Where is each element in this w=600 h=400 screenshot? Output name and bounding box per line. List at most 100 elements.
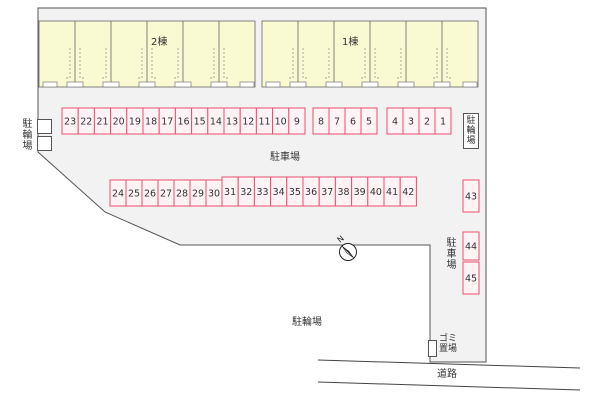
parking-space-number: 39 [354,187,366,198]
parking-space-1: 1 [434,107,452,135]
parking-space-13: 13 [223,107,241,135]
parking-space-12: 12 [239,107,257,135]
parking-space-number: 12 [242,117,254,128]
parking-space-30: 30 [205,179,223,207]
parking-space-37: 37 [318,176,336,207]
parking-space-number: 45 [465,274,477,285]
parking-space-number: 38 [337,187,349,198]
parking-space-38: 38 [334,176,353,207]
parking-space-number: 41 [386,187,398,198]
parking-space-number: 19 [129,117,141,128]
parking-space-10: 10 [272,107,290,135]
parking-space-number: 11 [258,117,270,128]
parking-space-number: 1 [440,117,446,128]
parking-space-number: 22 [80,117,92,128]
parking-space-44: 44 [462,231,480,261]
parking-space-number: 31 [224,187,236,198]
parking-space-number: 8 [318,117,324,128]
parking-space-number: 35 [289,187,301,198]
building-2-label: 2棟 [151,37,168,48]
parking-space-number: 34 [273,187,285,198]
parking-space-45: 45 [462,261,480,295]
parking-space-17: 17 [158,107,176,135]
parking-space-number: 33 [256,187,268,198]
parking-space-number: 9 [294,117,300,128]
parking-space-7: 7 [328,107,346,135]
parking-space-4: 4 [386,107,404,135]
parking-space-number: 44 [465,242,477,253]
parking-space-number: 13 [226,117,238,128]
bicycle-rack-left-1 [37,119,52,134]
parking-space-number: 10 [275,117,287,128]
parking-space-number: 3 [408,117,414,128]
parking-space-35: 35 [286,176,304,207]
parking-space-6: 6 [344,107,362,135]
parking-space-number: 23 [64,117,76,128]
parking-space-number: 25 [128,189,140,200]
parking-space-22: 22 [77,107,95,135]
parking-space-number: 28 [176,189,188,200]
parking-space-26: 26 [141,179,159,207]
bicycle-label-right: 駐輪場 [463,113,479,149]
parking-space-number: 2 [424,117,430,128]
building-1 [261,20,479,88]
parking-space-number: 29 [192,189,204,200]
parking-space-15: 15 [191,107,209,135]
parking-space-11: 11 [255,107,274,135]
bicycle-label-left: 駐輪場 [22,119,33,152]
parking-space-number: 21 [96,117,108,128]
bicycle-label-lower: 駐輪場 [292,317,322,328]
compass-n-label: N [336,234,346,245]
parking-space-14: 14 [207,107,225,135]
parking-space-number: 4 [392,117,398,128]
parking-space-43: 43 [462,179,480,213]
parking-space-number: 18 [145,117,157,128]
parking-space-21: 21 [93,107,112,135]
parking-space-39: 39 [351,176,369,207]
parking-space-number: 17 [161,117,173,128]
parking-space-19: 19 [126,107,144,135]
building-2 [38,20,256,88]
parking-space-2: 2 [418,107,436,135]
parking-space-number: 36 [305,187,317,198]
parking-space-number: 15 [194,117,206,128]
parking-space-23: 23 [61,107,79,135]
parking-space-8: 8 [312,107,330,135]
parking-space-29: 29 [189,179,207,207]
parking-space-34: 34 [270,176,288,207]
parking-space-25: 25 [125,179,143,207]
parking-space-3: 3 [402,107,420,135]
parking-space-28: 28 [173,179,191,207]
parking-space-18: 18 [142,107,160,135]
parking-space-number: 30 [208,189,220,200]
parking-space-number: 14 [210,117,222,128]
parking-space-24: 24 [109,179,127,207]
trash-area [428,340,437,357]
parking-space-9: 9 [288,107,306,135]
parking-label-center: 駐車場 [270,152,300,163]
parking-space-number: 6 [350,117,356,128]
parking-space-5: 5 [360,107,378,135]
parking-space-16: 16 [174,107,193,135]
compass-icon: N [336,234,357,261]
parking-space-32: 32 [237,176,255,207]
parking-space-number: 5 [366,117,372,128]
parking-space-number: 27 [160,189,172,200]
parking-space-number: 16 [177,117,189,128]
parking-space-41: 41 [383,176,401,207]
parking-space-number: 32 [240,187,252,198]
parking-space-31: 31 [221,176,239,207]
bicycle-rack-left-2 [37,136,52,151]
parking-space-42: 42 [399,176,417,207]
parking-space-number: 26 [144,189,156,200]
parking-space-number: 7 [334,117,340,128]
parking-space-20: 20 [110,107,128,135]
parking-space-number: 40 [370,187,382,198]
parking-space-27: 27 [157,179,175,207]
parking-space-number: 20 [113,117,125,128]
parking-space-number: 43 [465,192,477,203]
parking-space-40: 40 [367,176,385,207]
building-1-label: 1棟 [342,37,359,48]
